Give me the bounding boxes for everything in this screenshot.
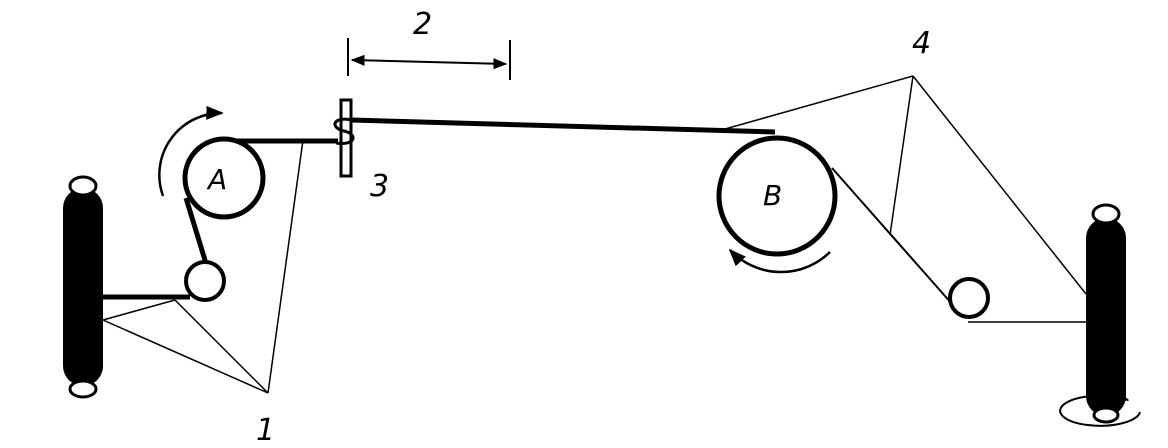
roller-b	[716, 135, 838, 257]
left-guide-lines	[102, 139, 304, 394]
twist-element-label: 3	[370, 169, 389, 204]
right-bobbin	[1086, 203, 1126, 424]
right-guide-lines	[717, 75, 1087, 323]
supply-point-label: 4	[912, 26, 931, 61]
main-yarn-strand	[350, 117, 776, 135]
right-yarn-segment	[831, 167, 961, 314]
left-guide-roller	[184, 260, 226, 302]
left-bobbin	[63, 175, 103, 399]
roller-a	[182, 136, 266, 220]
draft-zone-dimension	[347, 38, 511, 80]
take-up-point-label: 1	[256, 413, 275, 448]
left-yarn-path	[103, 138, 338, 300]
roller-b-rotation-arrow	[728, 248, 831, 274]
twist-element	[333, 98, 355, 178]
roller-b-label: B	[763, 179, 782, 212]
draft-zone-label: 2	[413, 7, 432, 42]
right-bobbin-rotation-arrow	[1059, 390, 1141, 427]
roller-a-label: A	[206, 163, 227, 196]
right-guide-roller	[948, 277, 990, 319]
roller-a-rotation-arrow	[158, 105, 224, 197]
